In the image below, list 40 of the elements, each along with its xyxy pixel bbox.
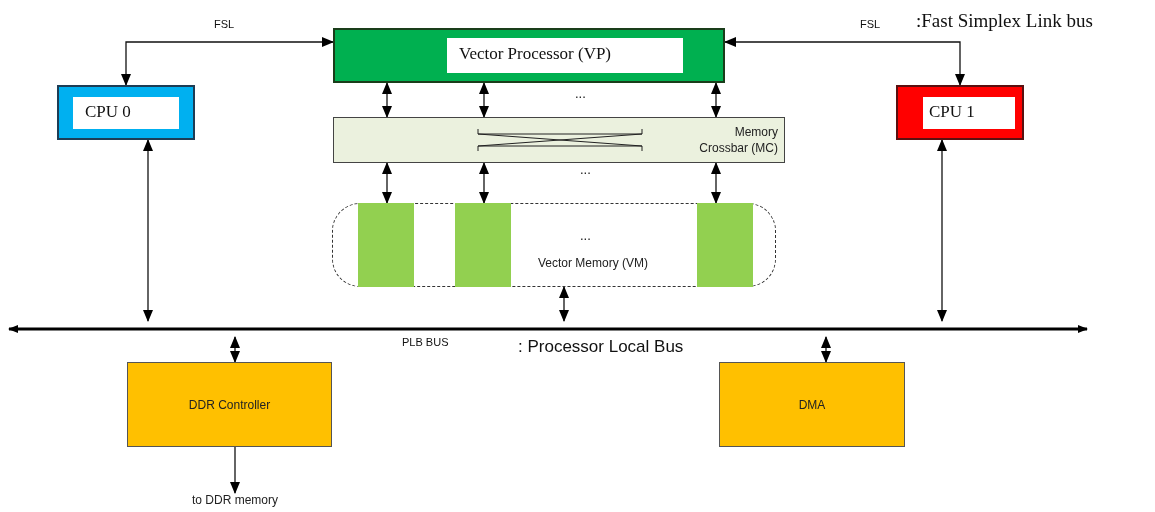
bus-label: PLB BUS (400, 336, 451, 348)
connector-arrow (711, 162, 721, 204)
controller-box (127, 362, 332, 447)
connector-arrow (821, 336, 831, 363)
connector-arrow (230, 446, 240, 494)
connector-arrow (479, 82, 489, 118)
group-label: Vector Memory (VM) (537, 256, 649, 271)
connector-arrow (382, 82, 392, 118)
box-label: DDR Controller (188, 397, 271, 412)
box-label: Vector Processor (VP) (447, 38, 683, 73)
ellipsis: ... (580, 162, 591, 177)
connector-arrow (711, 82, 721, 118)
box-label: Memory Crossbar (MC) (698, 124, 778, 156)
ellipsis: ... (575, 86, 586, 101)
box-label: CPU 0 (73, 97, 179, 129)
connector-arrow (121, 37, 334, 86)
memory-bank (357, 202, 414, 287)
connector-arrow (382, 162, 392, 204)
processor-box (333, 28, 725, 83)
connector-arrow (724, 37, 965, 86)
crossbar-box (333, 117, 785, 163)
connector-arrow (479, 162, 489, 204)
connector-arrow (143, 139, 153, 322)
bus-description: : Processor Local Bus (518, 337, 684, 357)
edge-label: FSL (212, 18, 237, 30)
edge-label: FSL (858, 18, 883, 30)
ellipsis: ... (580, 228, 591, 243)
box-label: CPU 1 (923, 97, 1015, 129)
memory-bank (696, 202, 753, 287)
cpu-box (896, 85, 1024, 140)
cpu-box (57, 85, 195, 140)
connector-arrow (559, 286, 569, 322)
note-label: to DDR memory (192, 493, 278, 509)
controller-box (719, 362, 905, 447)
connector-arrow (937, 139, 947, 322)
memory-bank (454, 202, 511, 287)
connector-arrow (230, 336, 240, 363)
box-label: DMA (798, 397, 826, 412)
legend-note: :Fast Simplex Link bus (916, 10, 1093, 32)
memory-group-outline (332, 203, 776, 287)
